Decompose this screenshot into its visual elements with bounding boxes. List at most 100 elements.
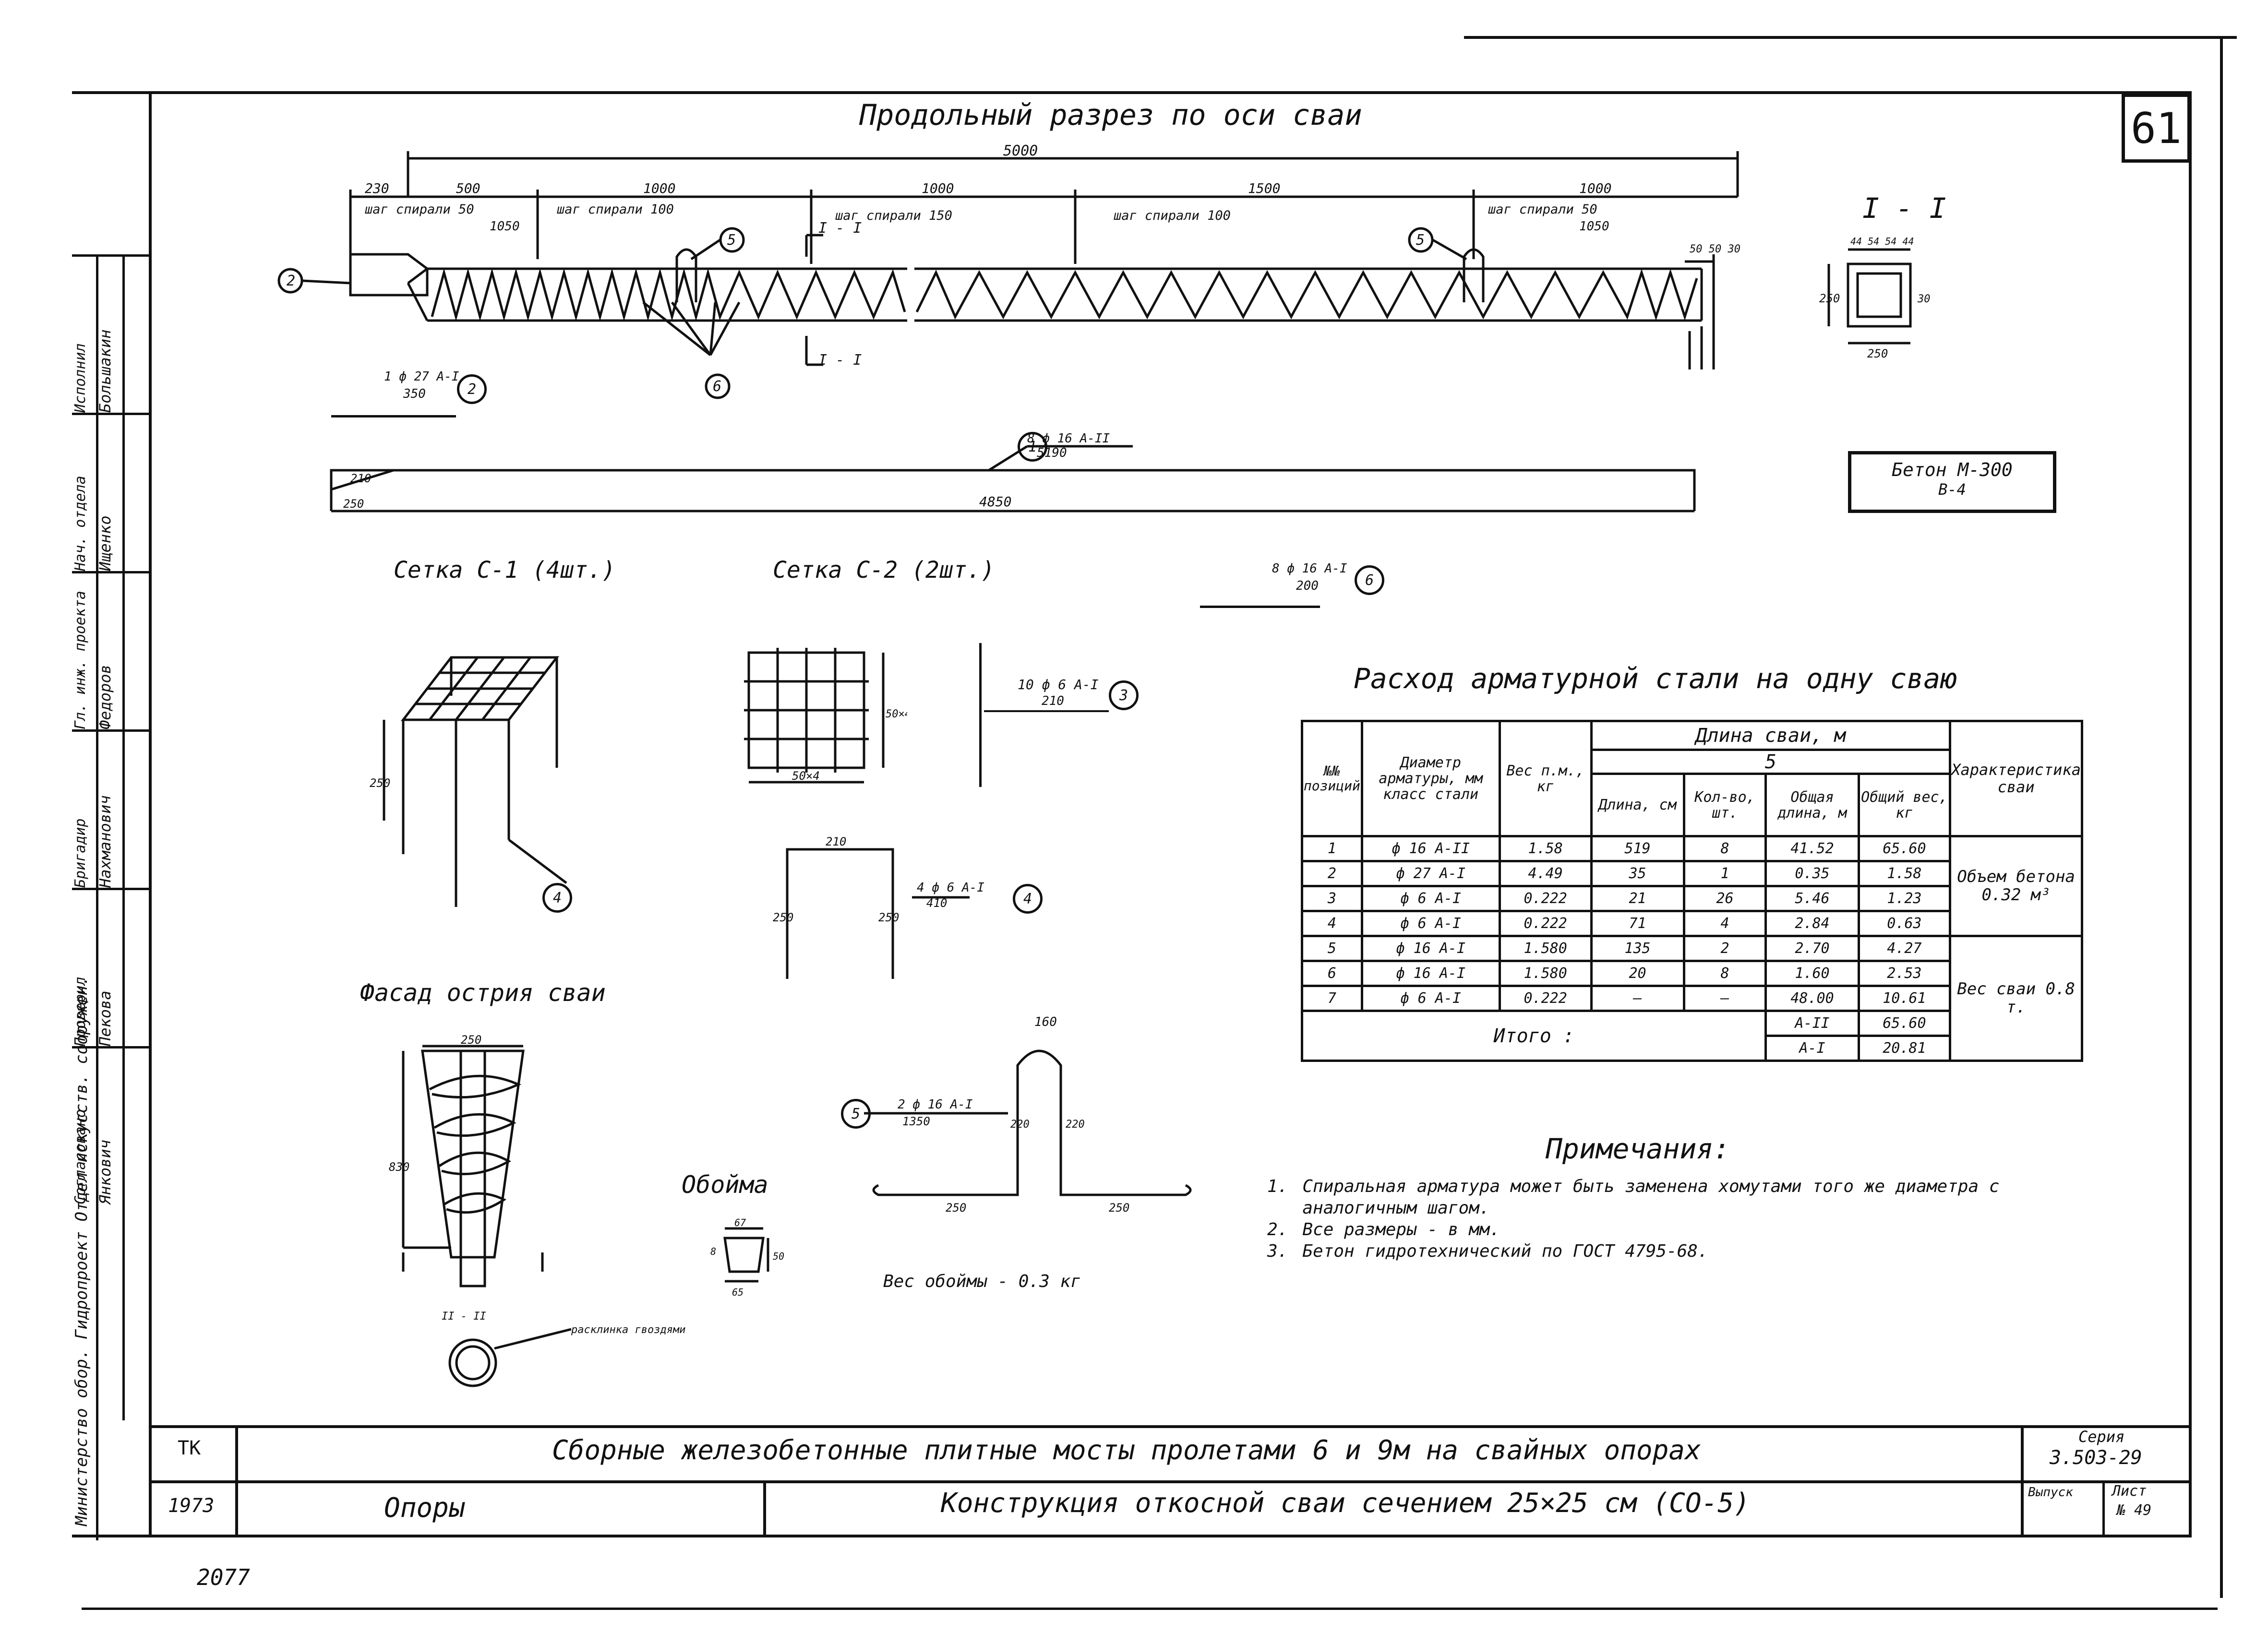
mark-2-top: 2	[287, 273, 295, 289]
section-side: 30	[1917, 293, 1931, 305]
dim-1050a: 1050	[490, 219, 520, 234]
section-width: 250	[1867, 347, 1888, 360]
bar5-r: 160	[1034, 1015, 1057, 1029]
dim-230: 230	[365, 180, 389, 196]
stamp-series: 3.503-29	[2050, 1447, 2142, 1469]
clip-dim-c: 50	[773, 1251, 784, 1262]
mark-2-callout: 2	[457, 374, 487, 404]
bar1-h: 210	[350, 472, 371, 485]
stamp-sheet-label: Лист	[2112, 1483, 2147, 1500]
page-number-box: 61	[2122, 94, 2191, 163]
side-row: Проверил Пекова	[72, 888, 151, 1046]
bar4-top: 210	[826, 835, 846, 848]
stamp-div-1	[235, 1425, 238, 1537]
bar4-length: 410	[926, 896, 947, 910]
dim-1000a: 1000	[643, 180, 675, 196]
section-mark-top: I - I	[818, 220, 862, 237]
facade-title: Фасад острия сваи	[360, 979, 606, 1007]
dim-end: 50 50 30	[1690, 243, 1740, 255]
bar2-label: 1 ф 27 А-I	[384, 369, 459, 384]
mark-1-callout: 1	[1018, 432, 1047, 462]
bar1-drawing: 8 ф 16 А-II 5190 4850 250 210	[330, 432, 1696, 512]
stamp-div-4	[2102, 1480, 2105, 1537]
side-org: Министерство обор. Гидропроект Отдел иск…	[72, 976, 91, 1526]
step-5: шаг спирали 50	[1488, 202, 1597, 217]
stamp-div-3	[2021, 1425, 2024, 1537]
mark-4-mesh1: 4	[542, 883, 572, 913]
bar4-side-l: 250	[773, 911, 793, 924]
dim-1000b: 1000	[922, 180, 954, 196]
bottom-border-line	[82, 1608, 2218, 1610]
mesh2-dim-h: 50×4	[792, 769, 820, 783]
frame-bottom-line	[72, 1535, 2192, 1537]
side-row: Нач. отдела Ищенко	[72, 413, 151, 571]
bar2-underline	[331, 415, 456, 417]
bar5-drawing: 160 220 220 250 250 2 ф 16 А-I 1350	[864, 1015, 1192, 1215]
right-border-line	[2220, 38, 2223, 1598]
th-len: Длина, см	[1590, 773, 1685, 837]
pile-longitudinal-section: 5000 230 500 1000 1000 1500 1000 шаг спи…	[277, 143, 1740, 399]
bar5-length: 1350	[902, 1115, 930, 1128]
th-qty: Кол-во, шт.	[1682, 773, 1767, 837]
th-len-val: 5	[1590, 749, 1952, 775]
frame-right-line	[2189, 91, 2192, 1536]
concrete-grade: Бетон М-300	[1892, 459, 2013, 480]
char-volume: Объем бетона 0.32 м³	[1949, 835, 2083, 937]
concrete-class: В-4	[1938, 480, 1966, 499]
bar5-h-l: 220	[1010, 1119, 1030, 1131]
stamp-title: Сборные железобетонные плитные мосты про…	[552, 1435, 1701, 1466]
th-pos: №№ позиций	[1301, 720, 1363, 837]
frame-left-line	[149, 91, 152, 1536]
top-border-line	[1464, 36, 2237, 39]
notes-title: Примечания:	[1546, 1132, 1730, 1165]
bar4-drawing: 210 250 250 4 ф 6 А-I 410	[773, 835, 984, 979]
note-item: 3.Бетон гидротехнический по ГОСТ 4795-68…	[1267, 1241, 1708, 1261]
section-tops: 44 54 54 44	[1850, 236, 1914, 247]
dim-total: 5000	[1003, 143, 1038, 159]
bar1-length2: 4850	[979, 494, 1011, 510]
bar1-left: 250	[343, 497, 364, 511]
side-stamp-rows: Согласовано Янкович Проверил Пекова Бриг…	[72, 254, 151, 1204]
steel-table: №№ позиций Диаметр арматуры, мм класс ст…	[1300, 720, 2083, 1062]
stamp-subtitle: Конструкция откосной сваи сечением 25×25…	[941, 1488, 1750, 1519]
step-4: шаг спирали 100	[1114, 208, 1231, 223]
th-char: Характеристика сваи	[1949, 720, 2083, 837]
mark-5-callout: 5	[841, 1099, 871, 1129]
mesh2-drawing: 50×4 50×4	[744, 648, 907, 784]
total-class-1: А-II	[1764, 1010, 1860, 1037]
total-value-2: 20.81	[1857, 1035, 1952, 1062]
mesh1-title: Сетка С-1 (4шт.)	[394, 557, 616, 584]
step-2: шаг спирали 100	[557, 202, 674, 217]
stamp-section: Опоры	[384, 1492, 465, 1524]
side-stamp-col-2	[122, 254, 125, 1420]
bar2-length: 350	[403, 387, 426, 401]
section-mark-bottom: I - I	[818, 352, 862, 369]
bar3-leader	[984, 710, 1109, 712]
mark-6-callout: 6	[1355, 565, 1384, 595]
clip-drawing: 67 65 50 8	[710, 1217, 784, 1298]
side-stamp-col-1	[96, 254, 98, 1540]
facade-section: II - II	[442, 1310, 486, 1322]
facade-note: расклинка гвоздями	[571, 1324, 686, 1336]
page-number: 61	[2131, 103, 2182, 153]
char-weight: Вес сваи 0.8 т.	[1949, 935, 2083, 1062]
facade-drawing: 250 830 II - II	[389, 1033, 572, 1387]
dim-500: 500	[456, 180, 480, 196]
concrete-box: Бетон М-300 В-4	[1848, 451, 2056, 513]
bar5-side-l: 250	[946, 1201, 966, 1215]
stamp-tk: ТК	[178, 1437, 201, 1459]
facade-h-dim: 830	[389, 1160, 409, 1174]
bar4-label: 4 ф 6 А-I	[917, 881, 984, 895]
mesh2-dim-v: 50×4	[886, 708, 907, 720]
facade-top-dim: 250	[461, 1033, 481, 1047]
step-3: шаг спирали 150	[835, 208, 952, 223]
stamp-div-2	[763, 1480, 766, 1537]
bar6-underline	[1200, 606, 1320, 608]
side-row: Согласовано Янкович	[72, 1046, 151, 1204]
stamp-issue-label: Выпуск	[2028, 1485, 2073, 1500]
